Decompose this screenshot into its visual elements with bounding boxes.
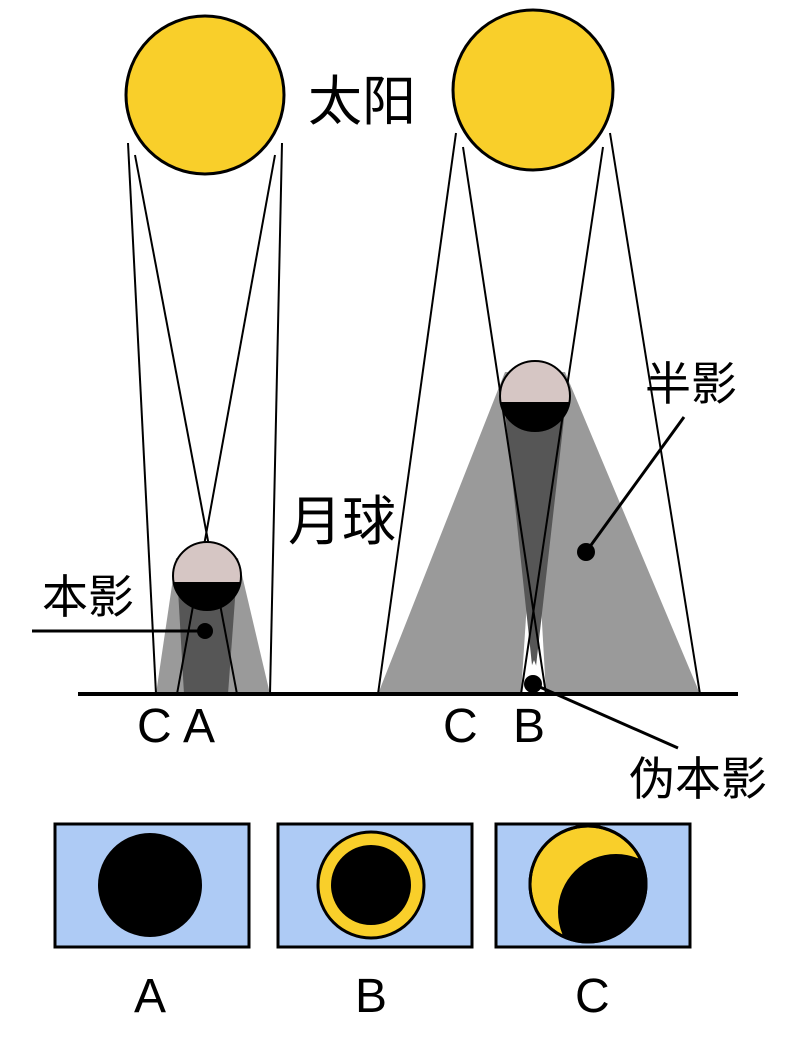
ground-label-left-a: A: [183, 700, 215, 753]
umbra-label: 本影: [42, 570, 134, 624]
penumbra-label: 半影: [645, 357, 737, 411]
antumbra-label: 伪本影: [629, 752, 767, 806]
panel-c-sun-outline: [528, 824, 648, 944]
right-penumbra-right-lobe: [528, 372, 700, 694]
right-ray-4: [609, 132, 701, 695]
panel-a-caption: A: [134, 970, 166, 1023]
right-ray-3: [520, 146, 604, 695]
ground-label-right-b: B: [513, 700, 545, 753]
panel-c-caption: C: [575, 970, 610, 1023]
antumbra-callout-dot: [524, 675, 542, 693]
right-penumbra-left-lobe: [378, 372, 542, 694]
umbra-callout-dot: [197, 623, 213, 639]
penumbra-leader-line: [584, 416, 686, 553]
left-sun: [124, 14, 286, 176]
ground-label-left-c: C: [137, 700, 172, 753]
right-ray-2: [462, 146, 547, 695]
right-moon-outline: [499, 360, 571, 432]
penumbra-callout-dot: [577, 543, 595, 561]
right-umbra-region: [503, 392, 567, 684]
left-ray-1: [127, 142, 157, 695]
ground-label-right-c: C: [443, 700, 478, 753]
panel-b-moon-disk: [331, 845, 411, 925]
left-moon-outline: [172, 541, 242, 611]
right-ray-1: [377, 132, 457, 695]
left-ray-4: [269, 142, 283, 695]
panel-b-caption: B: [355, 970, 387, 1023]
panel-a-moon-disk: [98, 833, 202, 937]
sun-label: 太阳: [308, 70, 416, 133]
moon-label: 月球: [288, 490, 396, 553]
right-sun: [451, 8, 615, 172]
